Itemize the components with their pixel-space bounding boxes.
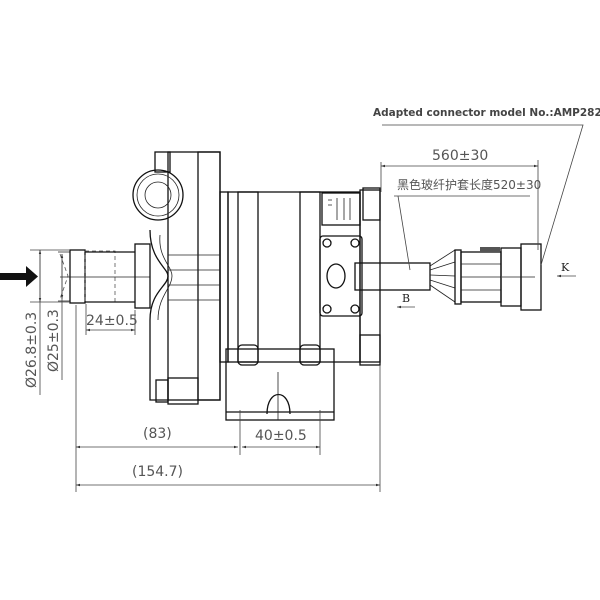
motor-body (227, 191, 361, 366)
overall-length-dimension: (154.7) (132, 464, 183, 480)
outer-diameter-dimension: Ø26.8±0.3 (24, 312, 40, 388)
flow-direction-arrow-icon (0, 266, 38, 287)
connector-leader-line (382, 124, 584, 266)
cable-length-dimension: 560±30 (432, 148, 488, 164)
motor-flange (359, 187, 381, 366)
view-label-k: K (561, 261, 570, 274)
warning-label (321, 192, 361, 226)
sheath-length-dimension: 黑色玻纤护套长度520±30 (397, 177, 541, 192)
controller-box (319, 235, 363, 317)
mount-spacing-dimension: 40±0.5 (255, 428, 307, 444)
inlet-to-mount-dimension: (83) (143, 426, 172, 442)
mounting-bracket (225, 348, 335, 421)
inlet-length-dimension: 24±0.5 (86, 313, 138, 329)
inlet-pipe (58, 243, 151, 309)
pump-head (132, 151, 229, 405)
view-label-b: B (402, 292, 410, 305)
inner-diameter-dimension: Ø25±0.3 (46, 309, 62, 372)
cable-harness (354, 249, 456, 303)
connector-model-note: Adapted connector model No.:AMP282088-1 (373, 107, 600, 119)
connector (454, 243, 542, 311)
